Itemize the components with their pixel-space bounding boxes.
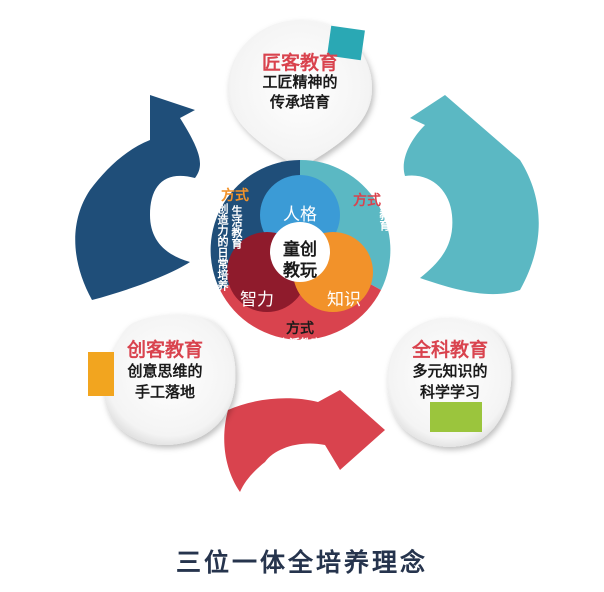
top-bubble-title: 匠客教育 — [261, 52, 338, 74]
bottom-red-arrow — [224, 390, 385, 492]
left-bubble-line2: 手工落地 — [134, 383, 195, 401]
footer-title: 三位一体全培养理念 — [175, 548, 428, 577]
bottom-method-line2: 创造力的日常培养 — [256, 352, 344, 365]
right-bubble-line2: 科学学习 — [419, 383, 480, 401]
left-method-label: 方式 — [221, 188, 249, 204]
center-line2: 教玩 — [283, 261, 317, 281]
right-teal-arrow — [403, 95, 539, 295]
right-accent-flag — [430, 402, 482, 432]
left-bubble-shape — [103, 314, 236, 445]
inner-right-label: 知识 — [327, 290, 361, 310]
right-method-label: 方式 — [353, 193, 381, 209]
right-method-line1: 生活教育 — [378, 187, 391, 231]
top-accent-flag — [327, 25, 365, 61]
left-accent-flag — [88, 352, 114, 396]
right-method-line2: 创造力的日常培养 — [392, 187, 405, 275]
right-bubble-title: 全科教育 — [411, 339, 488, 361]
bottom-method-line1: 生活教育 — [278, 337, 322, 350]
right-bubble-line1: 多元知识的 — [412, 362, 488, 380]
top-bubble-shape — [228, 20, 372, 168]
left-method-line2: 创造力的日常培养 — [216, 203, 229, 291]
bottom-method-label: 方式 — [286, 321, 314, 337]
top-bubble-line2: 传承培育 — [269, 93, 330, 111]
left-method-line1: 生活教育 — [230, 205, 243, 249]
center-white-core — [270, 222, 330, 282]
left-bubble-title: 创客教育 — [126, 339, 203, 361]
center-line1: 童创 — [283, 240, 317, 260]
left-navy-arrow — [75, 95, 200, 300]
inner-left-label: 智力 — [240, 290, 274, 310]
inner-top-label: 人格 — [283, 205, 317, 225]
left-bubble-line1: 创意思维的 — [127, 362, 203, 380]
top-bubble-line1: 工匠精神的 — [262, 73, 338, 91]
